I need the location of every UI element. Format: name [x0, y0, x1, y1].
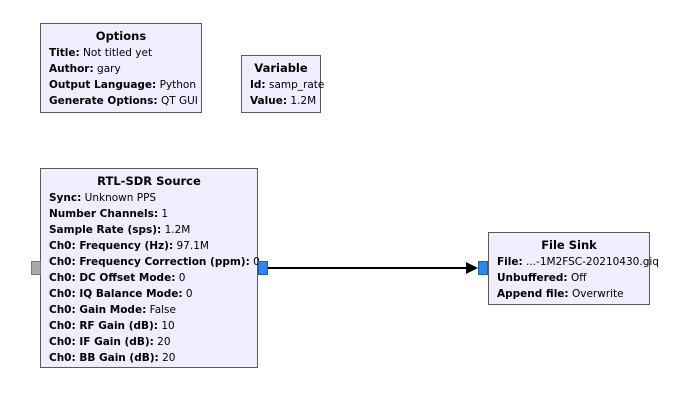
- param-unbuffered: Unbuffered: Off: [497, 272, 587, 284]
- param-ch0-if-gain: Ch0: IF Gain (dB): 20: [49, 336, 171, 348]
- param-ch0-gain-mode: Ch0: Gain Mode: False: [49, 304, 176, 316]
- param-ch0-frequency: Ch0: Frequency (Hz): 97.1M: [49, 240, 209, 252]
- param-append-file: Append file: Overwrite: [497, 288, 624, 300]
- rtl-sdr-source-block[interactable]: RTL-SDR Source Sync: Unknown PPS Number …: [40, 168, 260, 368]
- param-id: Id: samp_rate: [250, 79, 325, 91]
- param-value: Value: 1.2M: [250, 95, 317, 107]
- param-generate-options: Generate Options: QT GUI: [49, 95, 198, 107]
- param-ch0-rf-gain: Ch0: RF Gain (dB): 10: [49, 320, 175, 332]
- param-sample-rate: Sample Rate (sps): 1.2M: [49, 224, 191, 236]
- block-title: Options: [95, 29, 147, 43]
- file-sink-input-port[interactable]: [478, 261, 488, 275]
- param-ch0-frequency-correction: Ch0: Frequency Correction (ppm): 0: [49, 256, 260, 268]
- param-output-language: Output Language: Python: [49, 79, 197, 91]
- param-ch0-dc-offset-mode: Ch0: DC Offset Mode: 0: [49, 272, 186, 284]
- block-title: RTL-SDR Source: [97, 174, 201, 188]
- arrow-head: [466, 262, 478, 274]
- rtl-sdr-message-port[interactable]: [31, 261, 41, 275]
- rtl-sdr-output-port[interactable]: [258, 261, 268, 275]
- file-sink-block[interactable]: File Sink File: ...-1M2FSC-20210430.giq …: [488, 232, 659, 305]
- param-file: File: ...-1M2FSC-20210430.giq: [497, 256, 659, 268]
- options-block[interactable]: Options Title: Not titled yet Author: ga…: [40, 23, 202, 113]
- param-title: Title: Not titled yet: [49, 47, 153, 59]
- param-number-channels: Number Channels: 1: [49, 208, 169, 220]
- param-author: Author: gary: [49, 63, 121, 75]
- variable-block[interactable]: Variable Id: samp_rate Value: 1.2M: [241, 55, 325, 113]
- param-sync: Sync: Unknown PPS: [49, 192, 157, 204]
- block-title: File Sink: [541, 238, 597, 252]
- param-ch0-iq-balance-mode: Ch0: IQ Balance Mode: 0: [49, 288, 193, 300]
- param-ch0-bb-gain: Ch0: BB Gain (dB): 20: [49, 352, 176, 364]
- block-title: Variable: [254, 61, 308, 75]
